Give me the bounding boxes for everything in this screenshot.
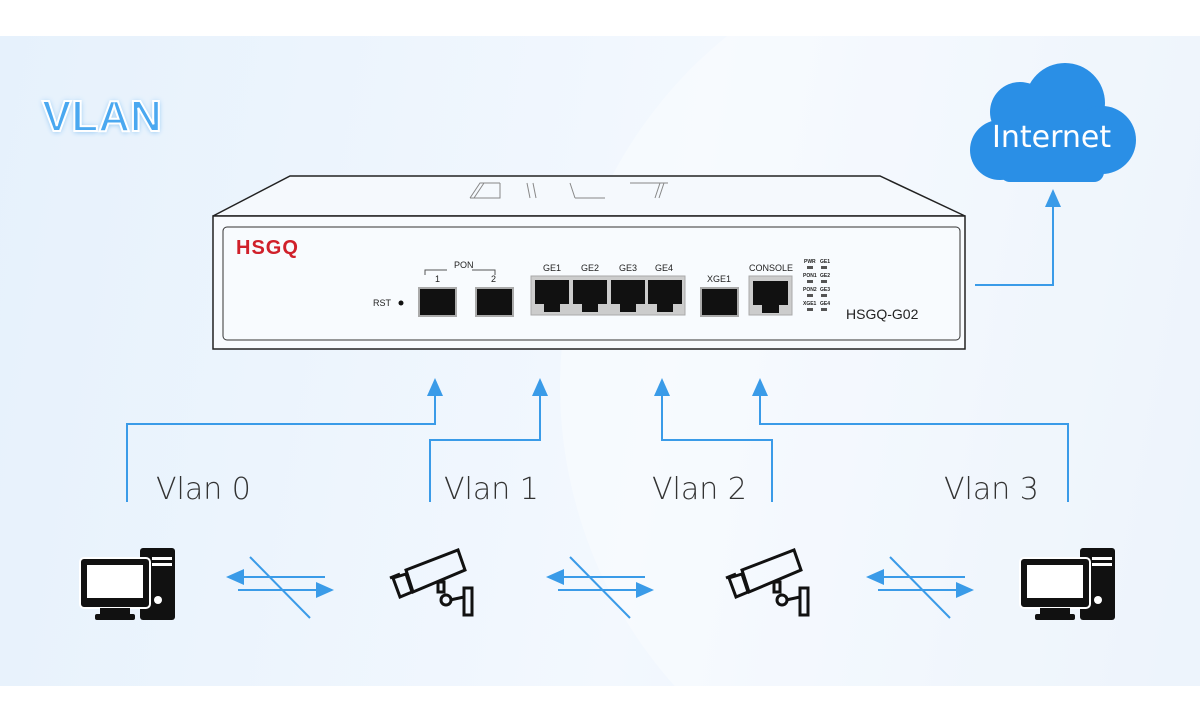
led-label: XGE1	[803, 301, 817, 307]
sfp-port-pon2	[475, 287, 514, 317]
model-label: HSGQ-G02	[846, 306, 919, 322]
vlan-links	[126, 189, 1069, 502]
ge1-label: GE1	[543, 263, 562, 273]
internet-label: Internet	[992, 120, 1112, 155]
rst-label: RST	[373, 298, 391, 308]
computer-icon	[79, 548, 175, 620]
ge-ports	[535, 280, 682, 312]
computer-icon	[1019, 547, 1116, 621]
led-label: GE4	[820, 301, 831, 307]
pon1-label: 1	[435, 274, 441, 284]
led-label: PWR	[804, 259, 816, 265]
xge-port	[700, 287, 739, 317]
olt-device	[212, 175, 966, 350]
blocked-traffic-arrows	[226, 556, 974, 619]
led-label: GE3	[820, 287, 831, 293]
led-label: PON1	[803, 273, 817, 279]
pon2-label: 2	[491, 274, 497, 284]
ge3-label: GE3	[619, 263, 638, 273]
camera-icon	[724, 548, 810, 617]
vlan-0-label: Vlan 0	[156, 472, 251, 507]
ge4-label: GE4	[655, 263, 674, 273]
xge-label: XGE1	[707, 274, 732, 284]
console-label: CONSOLE	[749, 263, 794, 273]
cloud-icon	[970, 63, 1136, 182]
vlan-2-label: Vlan 2	[652, 472, 747, 507]
sfp-port-pon1	[418, 287, 457, 317]
led-label: GE2	[820, 273, 831, 279]
brand-logo: HSGQ	[236, 237, 299, 259]
camera-icon	[389, 548, 474, 617]
ge2-label: GE2	[581, 263, 600, 273]
console-port	[753, 281, 788, 305]
top-vent-logo	[469, 182, 668, 199]
vlan-1-label: Vlan 1	[444, 472, 539, 507]
vlan-3-label: Vlan 3	[944, 472, 1039, 507]
led-label: GE1	[820, 259, 831, 265]
page-title: VLAN	[41, 91, 163, 142]
pon-group-label: PON	[454, 260, 474, 270]
led-label: PON2	[803, 287, 817, 293]
